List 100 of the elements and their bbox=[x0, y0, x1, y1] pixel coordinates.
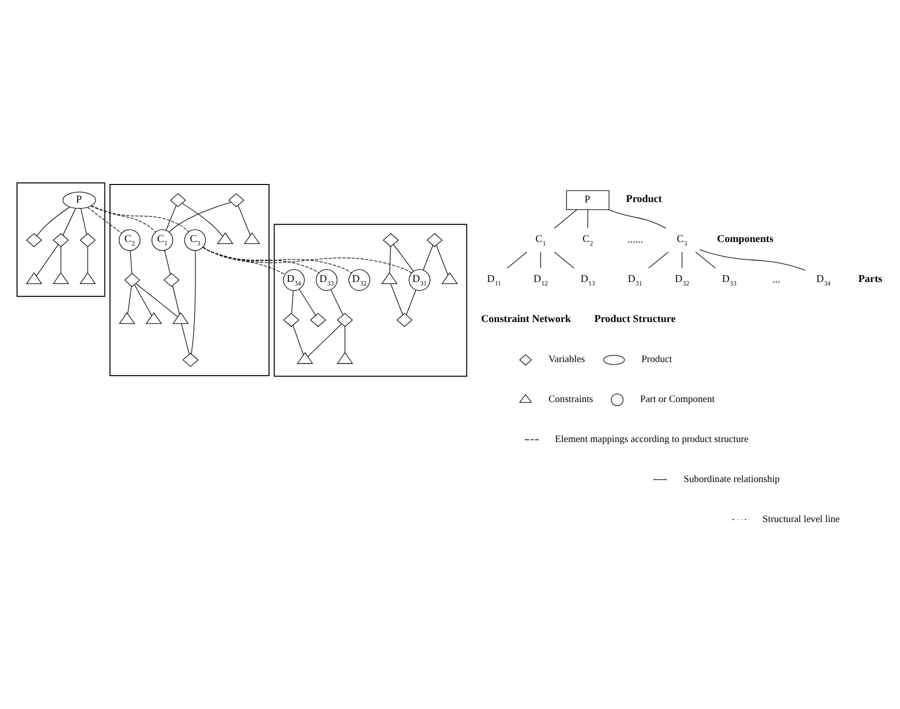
connector bbox=[90, 205, 156, 232]
node-diamond bbox=[228, 193, 244, 208]
label: Product bbox=[626, 194, 662, 206]
label: Constraint Network bbox=[481, 314, 571, 325]
node-circle: C$_{2}$ bbox=[118, 229, 140, 251]
connector bbox=[330, 289, 344, 316]
node-diamond bbox=[382, 233, 399, 248]
node-triangle bbox=[52, 272, 70, 284]
node-triangle bbox=[26, 272, 42, 284]
node-triangle bbox=[118, 312, 136, 324]
node-triangle bbox=[244, 232, 260, 244]
connector bbox=[648, 252, 669, 268]
legend-label: Part or Component bbox=[640, 394, 715, 406]
connector bbox=[130, 250, 132, 274]
connector bbox=[436, 244, 448, 276]
node-diamond bbox=[426, 233, 443, 248]
connector bbox=[344, 326, 346, 353]
node-text: C$_{1}$ bbox=[535, 234, 546, 248]
node-text: D$_{13}$ bbox=[580, 274, 595, 288]
label: Parts bbox=[858, 274, 882, 285]
connector bbox=[202, 246, 352, 274]
connector bbox=[554, 252, 574, 268]
node-diamond bbox=[396, 313, 413, 327]
connector bbox=[182, 203, 223, 237]
connector bbox=[695, 252, 716, 268]
connector bbox=[36, 206, 70, 236]
connector bbox=[554, 209, 578, 229]
node-diamond bbox=[26, 233, 42, 248]
connector bbox=[202, 246, 286, 275]
node-diamond bbox=[182, 352, 199, 367]
node-diamond bbox=[170, 193, 186, 208]
connector bbox=[202, 246, 320, 274]
node-triangle bbox=[217, 232, 234, 244]
connector bbox=[181, 323, 190, 355]
node-text: C$_{2}$ bbox=[582, 234, 594, 248]
node-circle: D$_{32}$ bbox=[348, 269, 370, 291]
connector bbox=[136, 283, 178, 318]
connector bbox=[87, 207, 122, 234]
node-triangle bbox=[336, 352, 354, 364]
connector bbox=[202, 247, 412, 274]
node-triangle bbox=[442, 272, 458, 284]
connector bbox=[36, 244, 59, 276]
node-text: D$_{31}$ bbox=[628, 274, 642, 288]
connector bbox=[291, 290, 294, 314]
node-diamond bbox=[124, 273, 140, 288]
connector bbox=[164, 250, 171, 275]
node-text: C$_{3}$ bbox=[676, 234, 688, 248]
node-circle: D$_{33}$ bbox=[316, 269, 338, 291]
node-circle: C$_{1}$ bbox=[152, 229, 174, 251]
label: ... bbox=[772, 274, 780, 286]
connector bbox=[307, 324, 342, 357]
connector bbox=[422, 244, 434, 270]
connector bbox=[298, 288, 316, 316]
label: Components bbox=[717, 234, 774, 245]
legend-label: Product bbox=[641, 354, 672, 366]
connector bbox=[587, 209, 588, 228]
connector bbox=[608, 209, 666, 229]
connector bbox=[190, 250, 196, 354]
node-text: D$_{11}$ bbox=[486, 274, 502, 288]
connector bbox=[292, 325, 304, 356]
connector bbox=[406, 290, 416, 316]
node-diamond bbox=[283, 313, 300, 327]
legend-label: Structural level line bbox=[762, 514, 840, 525]
node-text: D$_{33}$ bbox=[722, 274, 736, 288]
connector bbox=[393, 244, 414, 272]
cluster bbox=[16, 182, 106, 297]
legend-label: Constraints bbox=[548, 394, 594, 406]
connector bbox=[390, 283, 404, 316]
connector bbox=[127, 286, 132, 314]
node-text: D$_{12}$ bbox=[533, 274, 548, 288]
node-circle: C$_{3}$ bbox=[184, 229, 206, 251]
node-text: D$_{34}$ bbox=[816, 274, 831, 288]
node-circle: D$_{34}$ bbox=[283, 269, 305, 291]
connector bbox=[540, 252, 541, 268]
connector bbox=[389, 246, 391, 274]
connector bbox=[166, 204, 177, 230]
node-diamond bbox=[310, 313, 326, 327]
node-triangle bbox=[296, 352, 314, 364]
connector bbox=[90, 206, 189, 232]
connector bbox=[80, 208, 87, 235]
node-diamond bbox=[336, 313, 353, 327]
legend-label: Subordinate relationship bbox=[684, 474, 780, 485]
legend-label: Element mappings according to product structure bbox=[555, 434, 748, 446]
node-triangle bbox=[80, 272, 96, 284]
connector bbox=[506, 252, 528, 268]
node-triangle bbox=[381, 272, 398, 284]
node-ellipse: P bbox=[62, 192, 96, 209]
connector bbox=[62, 208, 76, 236]
node-diamond bbox=[163, 273, 180, 288]
node-diamond bbox=[80, 233, 96, 248]
connector bbox=[168, 202, 232, 232]
node-triangle bbox=[172, 312, 189, 324]
cluster bbox=[274, 224, 468, 377]
label: ...... bbox=[627, 234, 644, 246]
connector bbox=[134, 284, 152, 316]
node-circle: D$_{31}$ bbox=[408, 269, 430, 291]
connector bbox=[238, 204, 251, 236]
connector bbox=[172, 285, 180, 315]
node-box: P bbox=[566, 190, 610, 210]
connector bbox=[699, 249, 806, 271]
